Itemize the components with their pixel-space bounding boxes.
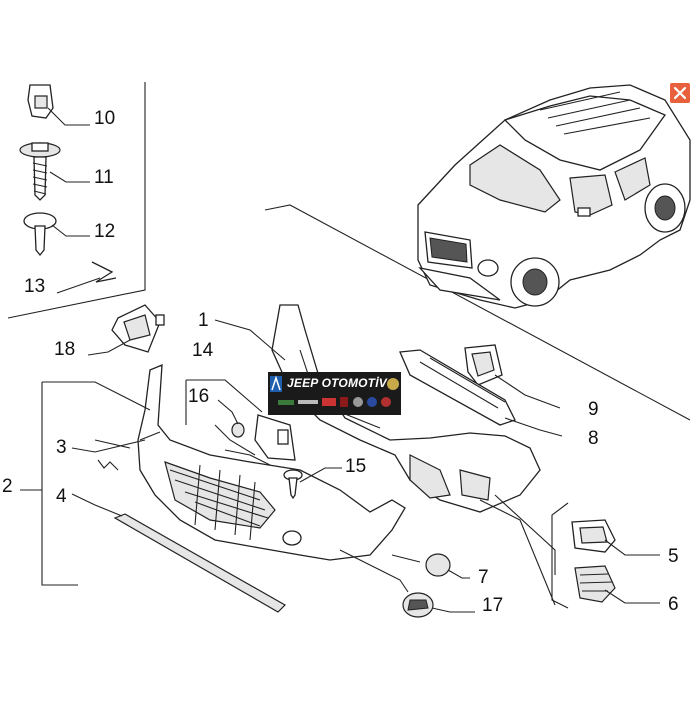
part-screw-washer bbox=[19, 142, 61, 201]
leader-13 bbox=[56, 277, 101, 294]
part-fog-grille bbox=[574, 565, 616, 603]
callout-3: 3 bbox=[56, 437, 67, 458]
watermark-graphic bbox=[270, 375, 399, 392]
leader-2 bbox=[42, 381, 151, 411]
part-tapping-screw bbox=[283, 469, 303, 500]
leader-14 bbox=[185, 379, 263, 425]
leader-14b bbox=[214, 424, 256, 456]
brand-logos bbox=[278, 397, 391, 407]
leader-7b bbox=[391, 554, 421, 563]
callout-14: 14 bbox=[192, 340, 214, 361]
brand-logo-icon bbox=[278, 400, 294, 405]
leader-12 bbox=[51, 224, 90, 237]
leader-3b bbox=[94, 439, 131, 449]
leader-15 bbox=[299, 467, 342, 483]
watermark-logo: JEEP OTOMOTİV bbox=[268, 372, 401, 415]
leader-1 bbox=[214, 319, 286, 361]
brand-logo-icon bbox=[381, 397, 391, 407]
leader-14c bbox=[224, 449, 271, 466]
part-spring-clip bbox=[91, 261, 117, 283]
leader-6 bbox=[604, 589, 660, 604]
close-icon bbox=[673, 86, 687, 100]
callout-2: 2 bbox=[2, 476, 13, 497]
leader-17b bbox=[339, 549, 409, 593]
callout-11: 11 bbox=[94, 167, 114, 188]
inset-frame bbox=[7, 82, 691, 609]
leader-16 bbox=[217, 399, 239, 425]
callout-8: 8 bbox=[588, 428, 599, 449]
leader-17 bbox=[431, 607, 475, 613]
leader-8 bbox=[504, 417, 563, 437]
callout-13: 13 bbox=[24, 276, 45, 297]
brand-logo-icon bbox=[340, 397, 348, 407]
part-reinforcement-bracket bbox=[464, 344, 503, 386]
leader-7 bbox=[447, 569, 470, 579]
callout-12: 12 bbox=[94, 221, 115, 242]
part-push-pin bbox=[23, 212, 57, 257]
callout-1: 1 bbox=[198, 310, 209, 331]
part-clip bbox=[27, 84, 54, 119]
leader-9 bbox=[494, 374, 561, 409]
leader-5 bbox=[604, 539, 660, 556]
part-mounting-bracket bbox=[231, 414, 296, 461]
callout-16: 16 bbox=[188, 386, 209, 407]
part-clip-small bbox=[97, 431, 161, 471]
leader-5-6-link bbox=[494, 494, 556, 575]
watermark-text: JEEP OTOMOTİV bbox=[287, 376, 387, 390]
part-bumper-lower bbox=[137, 363, 406, 561]
brand-logo-icon bbox=[367, 397, 377, 407]
brand-logo-icon bbox=[353, 397, 363, 407]
brand-logo-icon bbox=[322, 398, 336, 406]
vehicle-illustration bbox=[417, 84, 691, 309]
part-absorber-bar bbox=[399, 349, 516, 426]
part-tow-hook-cap bbox=[425, 553, 451, 577]
badge-icon bbox=[387, 378, 399, 390]
callout-5: 5 bbox=[668, 546, 679, 567]
brand-logo-icon bbox=[298, 400, 318, 404]
leader-3 bbox=[71, 439, 146, 453]
callout-9: 9 bbox=[588, 399, 599, 420]
leader-6-link bbox=[479, 499, 556, 606]
callout-18: 18 bbox=[54, 339, 75, 360]
callout-10: 10 bbox=[94, 108, 115, 129]
leader-11 bbox=[49, 171, 90, 183]
callout-15: 15 bbox=[345, 456, 366, 477]
part-side-bracket bbox=[111, 304, 165, 353]
close-button[interactable] bbox=[670, 83, 690, 103]
leader-4 bbox=[71, 493, 123, 517]
part-emblem bbox=[402, 592, 434, 618]
callout-4: 4 bbox=[56, 486, 67, 507]
leader-10 bbox=[47, 107, 90, 126]
leader-18 bbox=[87, 339, 131, 356]
callout-6: 6 bbox=[668, 594, 679, 615]
callout-17: 17 bbox=[482, 595, 503, 616]
part-fog-bezel bbox=[571, 519, 616, 553]
callout-7: 7 bbox=[478, 567, 489, 588]
